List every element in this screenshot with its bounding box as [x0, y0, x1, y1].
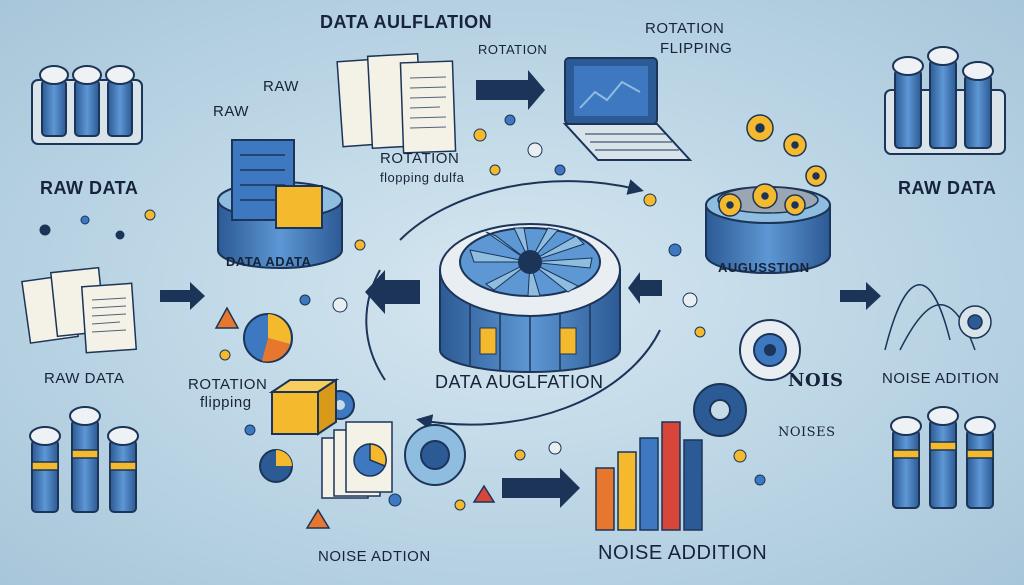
flow-arrows — [160, 70, 881, 508]
rotation-mid-label: ROTATION — [380, 150, 460, 167]
rotation-left-label: ROTATION — [188, 376, 268, 393]
battery-stack-bottom-right — [890, 406, 996, 509]
center-title: DATA AUGLFATION — [435, 372, 604, 392]
flipping-left-label: flipping — [200, 394, 252, 411]
gear-icons — [718, 114, 827, 217]
scatter-dots — [39, 114, 766, 511]
noise-adtion-bottom-label: NOISE ADTION — [318, 548, 431, 565]
noise-addition-bottom-label: NOISE ADDITION — [598, 542, 768, 564]
battery-stack-top-left — [31, 65, 143, 145]
top-right-rotation-label: ROTATION — [645, 20, 725, 37]
noises-label: NOISES — [778, 425, 836, 440]
augustion-label: AUGUSSTION — [718, 260, 810, 275]
document-stack-bottom — [321, 421, 393, 499]
top-title: DATA AULFLATION — [320, 12, 493, 32]
document-stack-left — [21, 266, 138, 354]
lens-icon — [259, 424, 466, 486]
central-turbine — [439, 223, 621, 373]
raw-data-right-label: RAW DATA — [898, 178, 997, 198]
raw-data-left-bottom-label: RAW DATA — [44, 370, 125, 387]
noise-small-label: NOIS — [788, 370, 844, 391]
bar-chart-icon — [595, 421, 703, 531]
warning-triangle-icons — [214, 306, 496, 529]
document-stack-top — [336, 52, 457, 154]
gear-large-icon — [243, 313, 801, 437]
wave-plot-icon — [884, 284, 992, 351]
raw-label-second: RAW — [213, 103, 249, 120]
server-cylinder — [217, 139, 343, 269]
flopping-label: flopping dulfa — [380, 170, 465, 185]
top-rotation-label: ROTATION — [478, 42, 548, 57]
battery-stack-top-right — [884, 46, 1006, 155]
raw-label-top: RAW — [263, 78, 299, 95]
cube-icon — [268, 378, 340, 436]
top-right-flipping-label: FLIPPING — [660, 40, 733, 57]
data-adata-label: DATA ADATA — [226, 254, 312, 269]
battery-stack-bottom-left — [29, 406, 139, 513]
raw-data-left-label: RAW DATA — [40, 178, 139, 198]
laptop-icon — [562, 57, 693, 161]
noise-adition-right-label: NOISE ADITION — [882, 370, 1000, 387]
